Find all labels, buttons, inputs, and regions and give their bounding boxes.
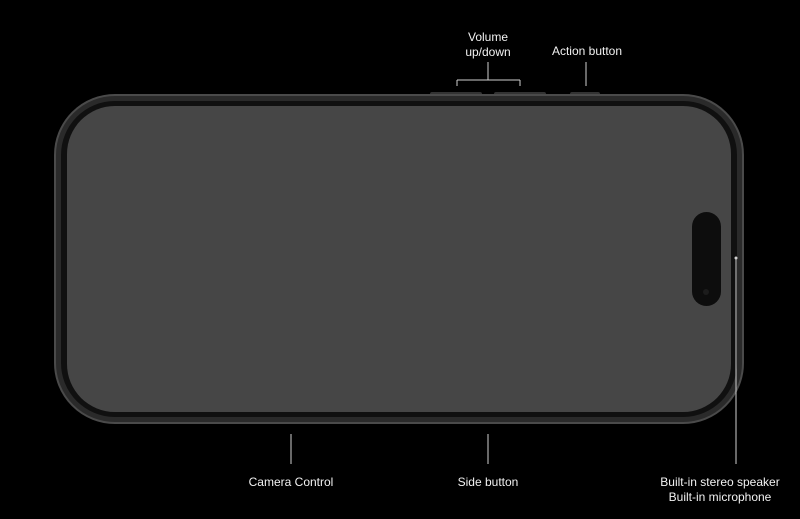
camera-control-label: Camera Control: [248, 475, 334, 489]
volume-label-line2: up/down: [465, 45, 511, 59]
dynamic-island: [692, 212, 721, 306]
action-button-label: Action button: [551, 44, 623, 58]
microphone-hole-icon: [734, 256, 738, 260]
speaker-microphone-label: Built-in stereo speaker Built-in microph…: [640, 475, 800, 505]
front-camera-icon: [703, 289, 709, 295]
speaker-label: Built-in stereo speaker: [660, 475, 780, 489]
volume-callout-line: [456, 62, 521, 86]
microphone-label: Built-in microphone: [668, 490, 772, 504]
volume-label-line1: Volume: [467, 30, 509, 44]
volume-label: Volume up/down: [448, 30, 528, 60]
side-button-label: Side button: [457, 475, 519, 489]
phone-screen: [67, 106, 731, 412]
